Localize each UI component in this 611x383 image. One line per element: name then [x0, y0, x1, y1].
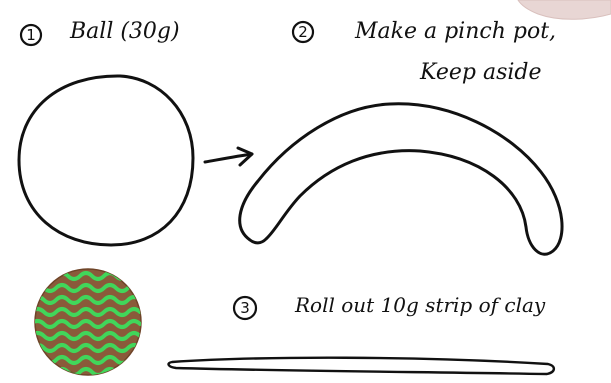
step-1-label: 1 Ball (30g)	[21, 19, 180, 45]
step-2-line-2: Keep aside	[419, 60, 542, 85]
step-1-text: Ball (30g)	[69, 19, 180, 44]
step-3-label: 3 Roll out 10g strip of clay	[234, 293, 546, 319]
step-2-number: 2	[298, 23, 308, 41]
step-2-label: 2 Make a pinch pot, Keep aside	[293, 19, 556, 85]
step-3-text: Roll out 10g strip of clay	[294, 293, 546, 317]
pinch-pot-arc-icon	[240, 104, 562, 254]
textured-clay-ball-icon	[30, 269, 141, 375]
right-arrow-icon	[205, 148, 252, 165]
clay-ball-icon	[19, 76, 193, 245]
step-1-number: 1	[26, 26, 36, 44]
step-2-line-1: Make a pinch pot,	[354, 19, 556, 44]
step-3-number: 3	[240, 299, 250, 317]
photo-corner	[518, 0, 611, 19]
clay-strip-icon	[169, 358, 554, 374]
